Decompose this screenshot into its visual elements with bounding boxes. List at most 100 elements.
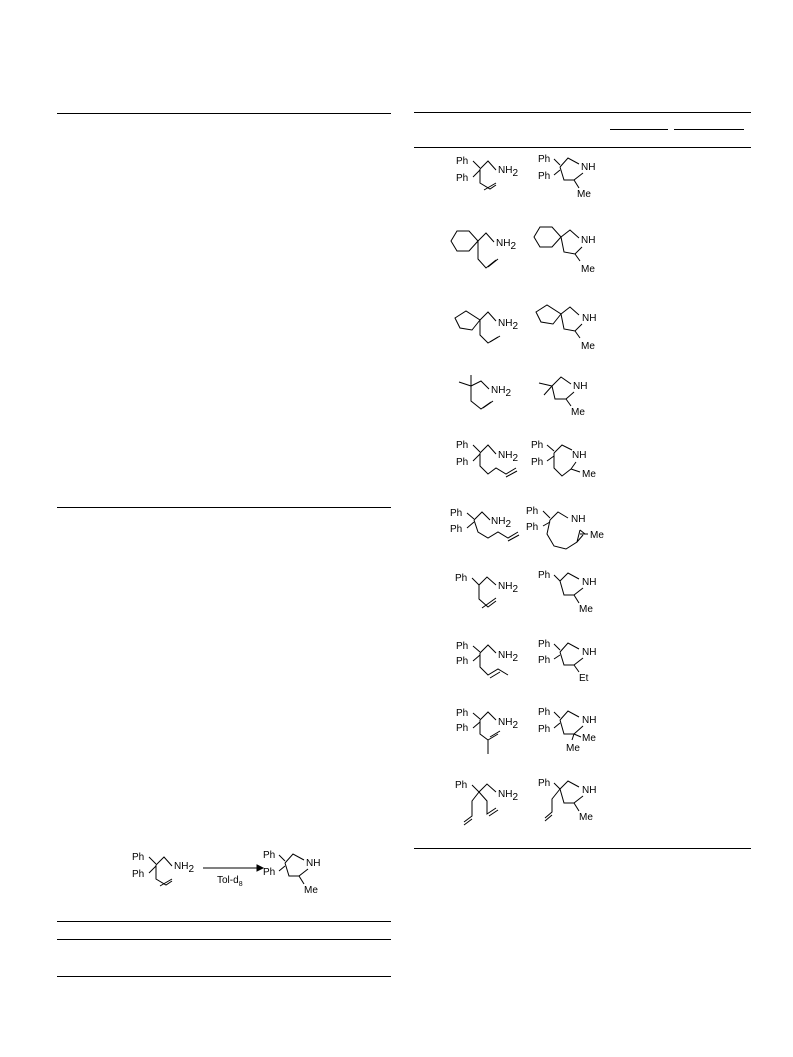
h2-subscript: 2 [512, 653, 518, 664]
h2-subscript: 2 [512, 321, 518, 332]
ph-label: Ph [531, 440, 543, 451]
ph-label: Ph [456, 708, 468, 719]
bottom-table-header-rule [57, 939, 391, 940]
h2-subscript: 2 [512, 720, 518, 731]
amine-label: NH2 [498, 581, 518, 595]
reaction-arrow [203, 864, 265, 872]
nh-text: NH [498, 165, 512, 176]
amine-label: NH2 [174, 861, 194, 875]
ph-label: Ph [456, 656, 468, 667]
nh-label: NH [582, 785, 596, 796]
substrate-5-structure: Ph Ph NH2 [456, 440, 518, 478]
h2-subscript: 2 [505, 388, 511, 399]
amine-label: NH2 [496, 238, 516, 252]
nh-label: NH [582, 313, 596, 324]
product-1-structure: Ph Ph NH Me [538, 154, 595, 200]
me-label: Me [581, 264, 595, 275]
h2-subscript: 2 [188, 864, 194, 875]
me-label: Me [577, 189, 591, 200]
solvent-label: Tol-d [217, 875, 239, 886]
product-9-structure: Ph Ph NH Me Me [538, 707, 596, 754]
product-7-structure: Ph NH Me [538, 570, 596, 615]
h2-subscript: 2 [510, 241, 516, 252]
nh-label: NH [582, 577, 596, 588]
nh-text: NH [498, 789, 512, 800]
me-label: Me [571, 407, 585, 418]
ph-label: Ph [456, 457, 468, 468]
nh-text: NH [174, 861, 188, 872]
h2-subscript: 2 [505, 519, 511, 530]
h2-subscript: 2 [512, 168, 518, 179]
substrate-7-structure: Ph NH2 [455, 573, 518, 609]
product-5-structure: Ph Ph NH Me [531, 440, 596, 480]
nh-text: NH [498, 581, 512, 592]
substrate-3-structure: NH2 [454, 310, 518, 344]
amine-label: NH2 [498, 650, 518, 664]
ph-label: Ph [450, 508, 462, 519]
ph-label: Ph [263, 867, 275, 878]
scheme-product-structure: Ph Ph NH Me [263, 850, 320, 896]
me-label: Me [590, 530, 604, 541]
product-4-structure: NH Me [538, 376, 587, 418]
nh-label: NH [306, 858, 320, 869]
amine-label: NH2 [491, 516, 511, 530]
ph-label: Ph [531, 457, 543, 468]
bottom-table-top-rule [57, 921, 391, 922]
nh-label: NH [582, 715, 596, 726]
nh-label: NH [582, 647, 596, 658]
substrate-9-structure: Ph Ph NH2 [456, 708, 518, 754]
ph-label: Ph [450, 524, 462, 535]
ph-label: Ph [455, 573, 467, 584]
product-8-structure: Ph Ph NH Et [538, 639, 596, 684]
ph-label: Ph [526, 506, 538, 517]
nh-label: NH [581, 162, 595, 173]
ph-label: Ph [456, 173, 468, 184]
substrate-1-structure: Ph Ph NH2 [456, 156, 518, 191]
nh-label: NH [581, 235, 595, 246]
left-table-bottom-rule [57, 507, 391, 508]
ph-label: Ph [538, 707, 550, 718]
ph-label: Ph [538, 724, 550, 735]
product-2-structure: NH Me [533, 226, 595, 275]
amine-label: NH2 [498, 450, 518, 464]
h2-subscript: 2 [512, 584, 518, 595]
nh-text: NH [491, 385, 505, 396]
ph-label: Ph [456, 723, 468, 734]
nh-label: NH [571, 514, 585, 525]
ph-label: Ph [456, 156, 468, 167]
ph-label: Ph [263, 850, 275, 861]
ph-label: Ph [538, 639, 550, 650]
solvent-subscript: 8 [238, 881, 243, 888]
amine-label: NH2 [498, 789, 518, 803]
me-label: Me [581, 341, 595, 352]
h2-subscript: 2 [512, 792, 518, 803]
ph-label: Ph [526, 522, 538, 533]
me-label: Me [579, 812, 593, 823]
me-label: Me [304, 885, 318, 896]
right-table-header-rule [414, 147, 751, 148]
me-label: Me [582, 469, 596, 480]
me-label: Me [582, 733, 596, 744]
substrate-8-structure: Ph Ph NH2 [456, 641, 518, 679]
et-label: Et [579, 673, 589, 684]
reaction-conditions: Tol-d8 [217, 875, 243, 888]
nh-text: NH [498, 450, 512, 461]
substrate-10-structure: Ph NH2 [455, 780, 518, 826]
right-table-subheader-rule-1 [610, 129, 668, 130]
ph-label: Ph [132, 852, 144, 863]
me-label: Me [566, 743, 580, 754]
ph-label: Ph [456, 641, 468, 652]
product-3-structure: NH Me [535, 304, 596, 352]
nh-text: NH [498, 318, 512, 329]
amine-label: NH2 [491, 385, 511, 399]
substrate-2-structure: NH2 [450, 230, 516, 269]
ph-label: Ph [455, 780, 467, 791]
amine-label: NH2 [498, 165, 518, 179]
ph-label: Ph [132, 869, 144, 880]
ph-label: Ph [538, 570, 550, 581]
product-10-structure: Ph NH Me [538, 778, 596, 823]
nh-text: NH [498, 717, 512, 728]
nh-text: NH [496, 238, 510, 249]
right-table-bottom-rule [414, 848, 751, 849]
substrate-6-structure: Ph Ph NH2 [450, 508, 520, 542]
